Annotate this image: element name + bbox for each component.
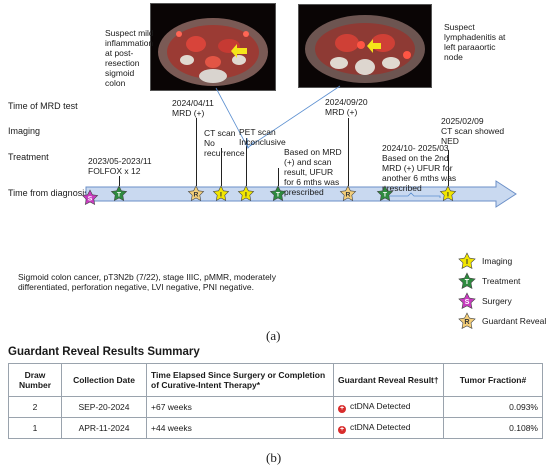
cell-date: APR-11-2024 <box>61 417 147 439</box>
image-link-lines <box>215 85 441 198</box>
connector-ct1 <box>221 148 222 186</box>
imaging-star-icon: I <box>458 252 476 269</box>
svg-text:I: I <box>220 192 222 199</box>
svg-text:I: I <box>466 257 468 266</box>
svg-text:T: T <box>383 192 388 199</box>
event-ct2: 2025/02/09 CT scan showed NED <box>441 116 505 146</box>
event-mrd1: 2024/04/11 MRD (+) <box>172 98 214 118</box>
cell-fraction: 0.108% <box>443 417 543 439</box>
marker-treatment-star-icon: T <box>110 185 128 202</box>
plus-circle-icon: + <box>338 405 346 413</box>
header-date: Collection Date <box>61 363 147 397</box>
cell-draw: 1 <box>8 417 62 439</box>
timeline-row-label: Time from diagnosis <box>8 188 89 198</box>
header-fraction: Tumor Fraction# <box>443 363 543 397</box>
svg-text:S: S <box>88 196 93 203</box>
connector-pet <box>246 138 247 186</box>
cell-draw: 2 <box>8 396 62 418</box>
connector-ufur1 <box>278 168 279 186</box>
imaging-star-icon: I <box>458 252 476 269</box>
connector-mrd1 <box>196 118 197 186</box>
svg-text:R: R <box>464 317 470 326</box>
legend-label: Surgery <box>482 296 512 306</box>
svg-text:S: S <box>465 297 470 306</box>
panel-b-caption: (b) <box>266 450 282 465</box>
pointer-arrow-icon <box>367 39 381 53</box>
svg-text:T: T <box>276 192 281 199</box>
mrd-row-label: Time of MRD test <box>8 101 78 111</box>
marker-treatment-star-icon: T <box>269 185 287 202</box>
result-text: ctDNA Detected <box>350 422 411 432</box>
ct-left-caption: Suspect mild inflammation at post-resect… <box>105 28 154 88</box>
svg-text:R: R <box>346 192 351 199</box>
event-ufur2: 2024/10- 2025/03 Based on the 2nd MRD (+… <box>382 143 457 193</box>
cell-result: + ctDNA Detected <box>333 417 444 439</box>
connector-ct2 <box>448 150 449 186</box>
marker-surgery-star-icon: S <box>81 189 99 206</box>
reveal-star-icon: R <box>458 312 476 329</box>
treatment-star-icon: T <box>458 272 476 289</box>
treatment-star-icon: T <box>458 272 476 289</box>
results-table: Draw Number Collection Date Time Elapsed… <box>8 363 543 439</box>
surgery-star-icon: S <box>458 292 476 309</box>
connector-mrd2 <box>348 118 349 186</box>
diagnosis-text: Sigmoid colon cancer, pT3N2b (7/22), sta… <box>18 272 276 292</box>
legend-item: R Guardant Reveal <box>458 312 546 330</box>
timeline-arrow <box>85 180 517 208</box>
plus-circle-icon: + <box>338 426 346 434</box>
cell-date: SEP-20-2024 <box>61 396 147 418</box>
cell-result: + ctDNA Detected <box>333 396 444 418</box>
legend-item: T Treatment <box>458 272 520 290</box>
cell-elapsed: +67 weeks <box>146 396 334 418</box>
legend-label: Treatment <box>482 276 521 286</box>
result-text: ctDNA Detected <box>350 401 411 411</box>
ct-image-left <box>150 3 276 91</box>
treatment-row-label: Treatment <box>8 152 49 162</box>
svg-text:T: T <box>465 277 470 286</box>
legend-label: Guardant Reveal <box>482 316 547 326</box>
event-folfox: 2023/05-2023/11 FOLFOX x 12 <box>88 156 152 176</box>
pointer-arrow-icon <box>231 44 247 58</box>
legend-label: Imaging <box>482 256 513 266</box>
svg-text:I: I <box>245 192 247 199</box>
event-ufur1: Based on MRD (+) and scan result, UFUR f… <box>284 147 342 197</box>
event-ct1: CT scan No recurrence <box>204 128 245 158</box>
marker-imaging-star-icon: I <box>439 185 457 202</box>
event-mrd2: 2024/09/20 MRD (+) <box>325 97 368 117</box>
marker-imaging-star-icon: I <box>212 185 230 202</box>
ct-right-caption: Suspect lymphadenitis at left paraaortic… <box>444 22 506 62</box>
reveal-star-icon: R <box>458 312 476 329</box>
ct-image-right <box>298 4 432 88</box>
marker-treatment-star-icon: T <box>376 185 394 202</box>
legend-item: S Surgery <box>458 292 512 310</box>
event-pet: PET scan Inconclusive <box>239 127 286 147</box>
svg-text:T: T <box>117 192 122 199</box>
legend-item: I Imaging <box>458 252 512 270</box>
results-title: Guardant Reveal Results Summary <box>8 346 200 358</box>
marker-imaging-star-icon: I <box>237 185 255 202</box>
connector-folfox <box>119 176 120 186</box>
cell-elapsed: +44 weeks <box>146 417 334 439</box>
panel-a-caption: (a) <box>266 328 281 343</box>
header-draw: Draw Number <box>8 363 62 397</box>
marker-reveal-star-icon: R <box>187 185 205 202</box>
cell-fraction: 0.093% <box>443 396 543 418</box>
svg-text:R: R <box>194 192 199 199</box>
surgery-star-icon: S <box>458 292 476 309</box>
header-elapsed: Time Elapsed Since Surgery or Completion… <box>146 363 334 397</box>
header-result: Guardant Reveal Result† <box>333 363 444 397</box>
marker-reveal-star-icon: R <box>339 185 357 202</box>
svg-text:I: I <box>447 192 449 199</box>
imaging-row-label: Imaging <box>8 126 41 136</box>
